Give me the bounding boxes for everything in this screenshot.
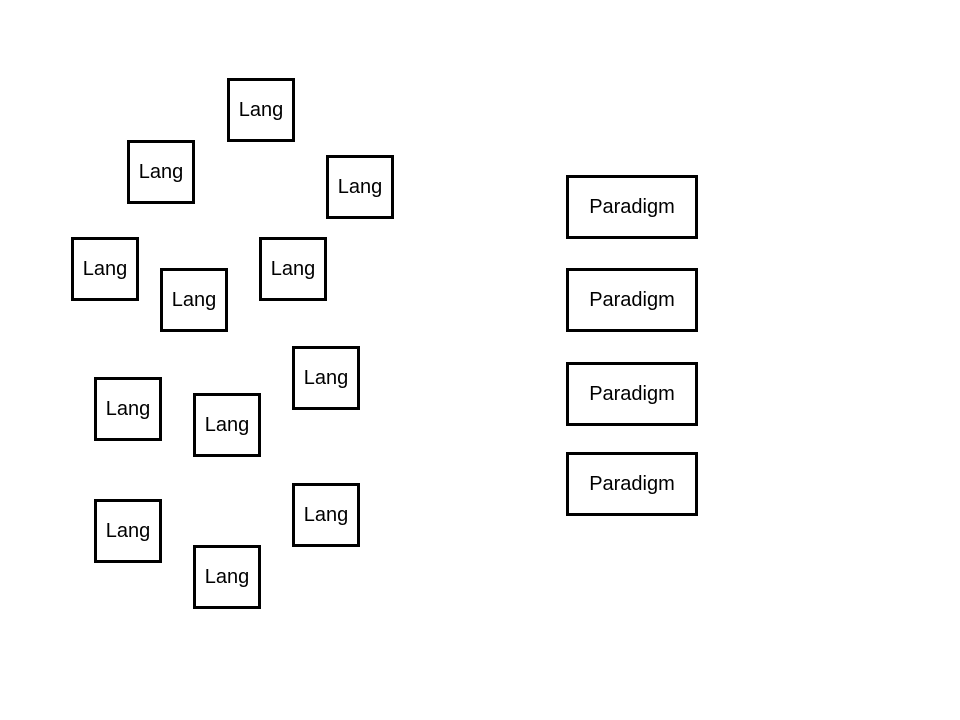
lang-box: Lang <box>259 237 327 301</box>
lang-box: Lang <box>160 268 228 332</box>
lang-box: Lang <box>227 78 295 142</box>
lang-box: Lang <box>292 346 360 410</box>
paradigm-box: Paradigm <box>566 268 698 332</box>
paradigm-box: Paradigm <box>566 362 698 426</box>
lang-box: Lang <box>193 393 261 457</box>
paradigm-box: Paradigm <box>566 175 698 239</box>
lang-box: Lang <box>326 155 394 219</box>
paradigm-box: Paradigm <box>566 452 698 516</box>
lang-box: Lang <box>71 237 139 301</box>
lang-box: Lang <box>127 140 195 204</box>
lang-box: Lang <box>94 377 162 441</box>
lang-box: Lang <box>292 483 360 547</box>
lang-box: Lang <box>94 499 162 563</box>
lang-box: Lang <box>193 545 261 609</box>
